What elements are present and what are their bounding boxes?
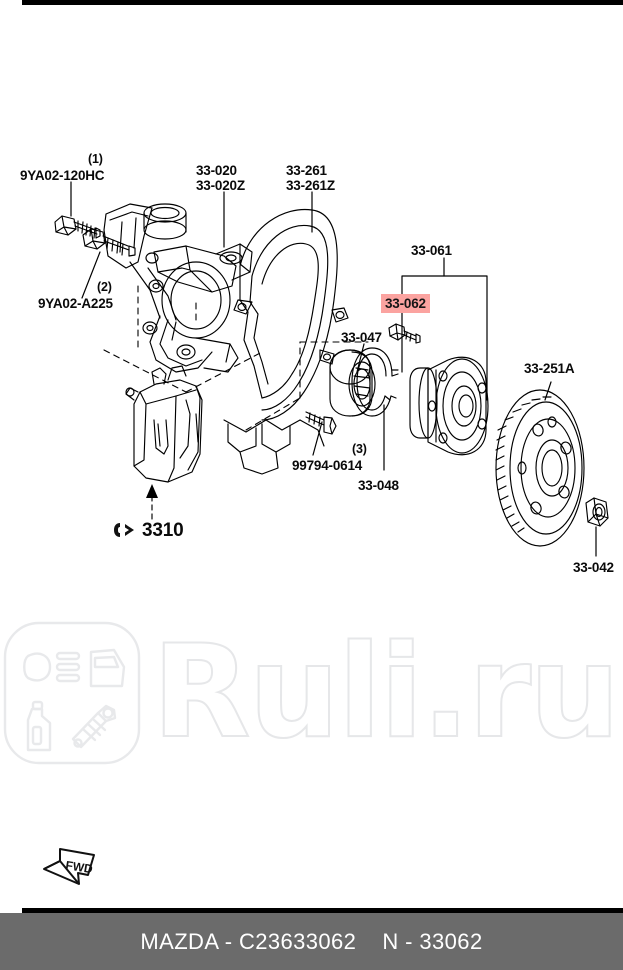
callout-3310: 3310 — [142, 519, 184, 541]
callout-33-061[interactable]: 33-061 — [411, 243, 452, 258]
wheel-hub-icon — [409, 356, 489, 456]
brake-caliper-icon — [125, 365, 203, 521]
callout-9ya02-a225[interactable]: 9YA02-A225 — [38, 296, 113, 311]
parts-diagram-illustration — [54, 181, 609, 557]
parts-diagram: (1) 9YA02-120HC (2) 9YA02-A225 33-020 33… — [20, 152, 614, 575]
leader-lines — [70, 181, 597, 557]
ruli-logo-icon — [3, 621, 141, 765]
site-watermark: Ruli.ru — [0, 608, 623, 778]
steering-knuckle-icon — [103, 203, 253, 373]
callout-qty-9ya02-120hc: (1) — [88, 152, 103, 166]
bolt-lower-icon — [82, 228, 136, 257]
callout-33-042[interactable]: 33-042 — [573, 560, 614, 575]
callout-33-261[interactable]: 33-261 — [286, 163, 327, 178]
assembly-axis-dashed — [103, 285, 369, 431]
hub-nut-icon — [585, 497, 609, 527]
fwd-direction-marker: FWD — [43, 848, 95, 885]
callout-qty-9ya02-a225: (2) — [97, 280, 112, 294]
footer-part-reference: MAZDA - C23633062 N - 33062 — [140, 928, 483, 954]
caliper-cross-reference[interactable]: 3310 — [112, 519, 184, 541]
callout-33-020[interactable]: 33-020 — [196, 163, 237, 178]
footer-divider-rule — [22, 908, 623, 913]
hub-bolt-icon — [388, 323, 421, 344]
top-divider-rule — [22, 0, 623, 5]
dust-shield-icon — [223, 208, 349, 475]
callout-qty-99794-0614: (3) — [352, 442, 367, 456]
callout-33-261z[interactable]: 33-261Z — [286, 178, 335, 193]
callout-33-048[interactable]: 33-048 — [358, 478, 399, 493]
bolt-upper-icon — [54, 215, 101, 239]
footer-bar: MAZDA - C23633062 N - 33062 — [0, 913, 623, 970]
shield-screw-icon — [305, 411, 337, 435]
watermark-text: Ruli.ru — [151, 617, 621, 768]
snap-ring-icon — [351, 347, 399, 417]
callout-33-062-highlighted[interactable]: 33-062 — [381, 294, 430, 313]
callout-33-047[interactable]: 33-047 — [341, 330, 382, 345]
brake-rotor-icon — [495, 389, 585, 547]
cross-reference-arrow-icon — [114, 523, 134, 537]
callout-99794-0614[interactable]: 99794-0614 — [292, 458, 363, 473]
fwd-label: FWD — [65, 858, 95, 876]
wheel-bearing-icon — [329, 349, 376, 417]
callout-9ya02-120hc[interactable]: 9YA02-120HC — [20, 168, 105, 183]
callout-33-020z[interactable]: 33-020Z — [196, 178, 245, 193]
callout-33-251a[interactable]: 33-251A — [524, 361, 575, 376]
